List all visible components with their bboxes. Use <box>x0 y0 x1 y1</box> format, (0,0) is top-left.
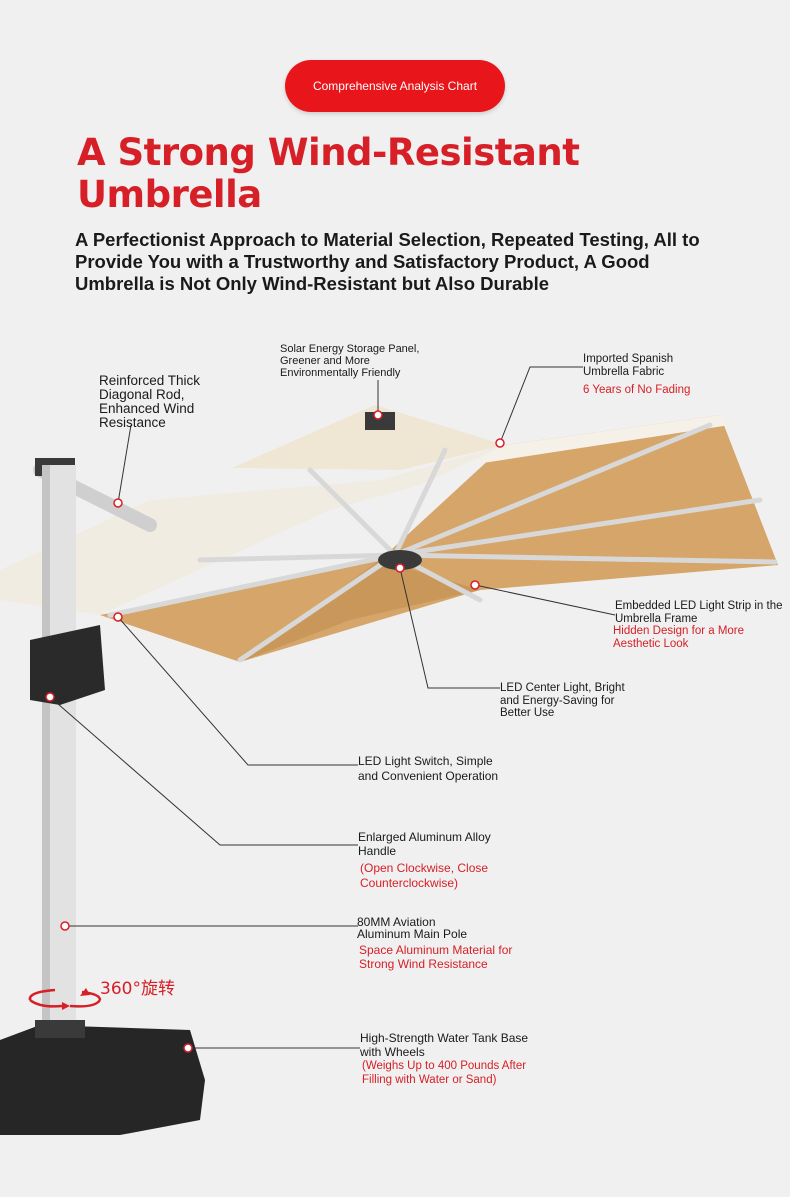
page-subtitle: A Perfectionist Approach to Material Sel… <box>75 229 700 294</box>
center-hub <box>378 550 422 570</box>
rotation-arrow-icon <box>28 988 102 1010</box>
callout-lines <box>49 366 616 1049</box>
callout-led-strip: Embedded LED Light Strip in the Umbrella… <box>613 600 783 650</box>
canopy-top-edge <box>0 445 505 615</box>
callout-rod: Reinforced Thick Diagonal Rod, Enhanced … <box>99 373 201 430</box>
callout-dots <box>45 410 505 1053</box>
water-tank-base <box>0 1025 205 1135</box>
solar-panel <box>365 412 395 430</box>
rotation-label: 360°旋转 <box>100 979 175 999</box>
analysis-badge: Comprehensive Analysis Chart <box>285 60 505 112</box>
callout-switch: LED Light Switch, Simple and Convenient … <box>358 754 499 783</box>
callout-base: High-Strength Water Tank Base with Wheel… <box>360 1031 529 1086</box>
canopy-top-fabric <box>232 405 505 470</box>
callout-center-light: LED Center Light, Bright and Energy-Savi… <box>500 682 625 719</box>
callout-pole: 80MM Aviation Aluminum Main Pole Space A… <box>357 915 513 971</box>
callout-fabric: Imported Spanish Umbrella Fabric 6 Years… <box>583 353 691 396</box>
handle <box>30 625 105 705</box>
page-title: A Strong Wind-Resistant Umbrella <box>77 131 580 216</box>
callout-handle: Enlarged Aluminum Alloy Handle (Open Clo… <box>358 830 491 890</box>
callout-solar: Solar Energy Storage Panel, Greener and … <box>280 343 420 379</box>
